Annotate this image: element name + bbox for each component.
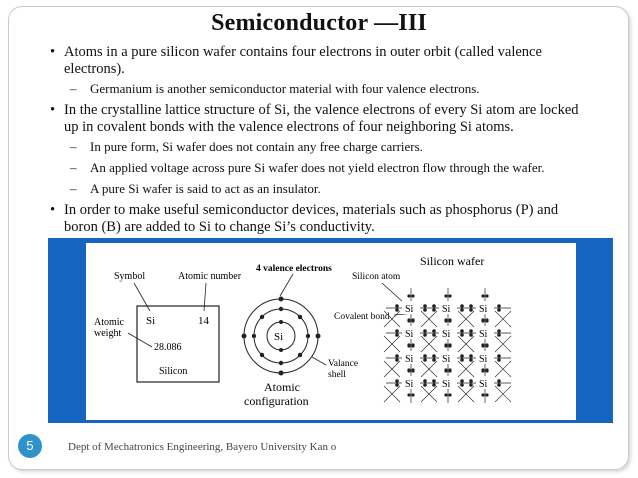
element-symbol: Si [146,315,155,327]
lattice-atom-label: Si [442,329,451,340]
element-number: 14 [198,315,210,327]
lattice-atom-label: Si [479,304,488,315]
wafer-title: Silicon wafer [420,254,484,268]
lattice-atom-label: Si [405,379,414,390]
bullet-item: In the crystalline lattice structure of … [50,102,590,136]
lattice-atom-label: Si [405,304,414,315]
lattice-atom-label: Si [442,304,451,315]
covalent-bond-label: Covalent bond [334,312,390,322]
lattice-atom-label: Si [479,354,488,365]
lattice-atom-label: Si [479,379,488,390]
slide-number-badge: 5 [18,434,42,458]
element-name: Silicon [159,366,187,377]
sub-bullet-item: A pure Si wafer is said to act as an ins… [50,181,590,197]
silicon-atom-label: Silicon atom [352,272,401,282]
lattice-atom-label: Si [479,329,488,340]
silicon-figure: Symbol Atomic number Si 14 28.086 Silico… [48,238,613,423]
slide-title: Semiconductor —III [211,10,427,36]
lattice-atom-label: Si [442,379,451,390]
element-weight: 28.086 [154,342,182,353]
lattice-atom-label: Si [405,354,414,365]
bullet-item: In order to make useful semiconductor de… [50,202,590,236]
sub-bullet-item: An applied voltage across pure Si wafer … [50,160,590,176]
footer-text: Dept of Mechatronics Engineering, Bayero… [68,441,337,453]
lattice-atom-label: Si [442,354,451,365]
valence-label: 4 valence electrons [256,264,332,274]
symbol-label: Symbol [114,271,145,282]
atomic-number-label: Atomic number [178,271,242,282]
bullet-item: Atoms in a pure silicon wafer contains f… [50,44,590,78]
sub-bullet-item: In pure form, Si wafer does not contain … [50,139,590,155]
electron-dots [241,296,321,376]
bullet-list: Atoms in a pure silicon wafer contains f… [50,44,590,239]
element-box [136,305,220,383]
silicon-diagram: Symbol Atomic number Si 14 28.086 Silico… [86,243,576,420]
sub-bullet-item: Germanium is another semiconductor mater… [50,81,590,97]
lattice-atom-label: Si [405,329,414,340]
nucleus-label: Si [274,331,283,343]
